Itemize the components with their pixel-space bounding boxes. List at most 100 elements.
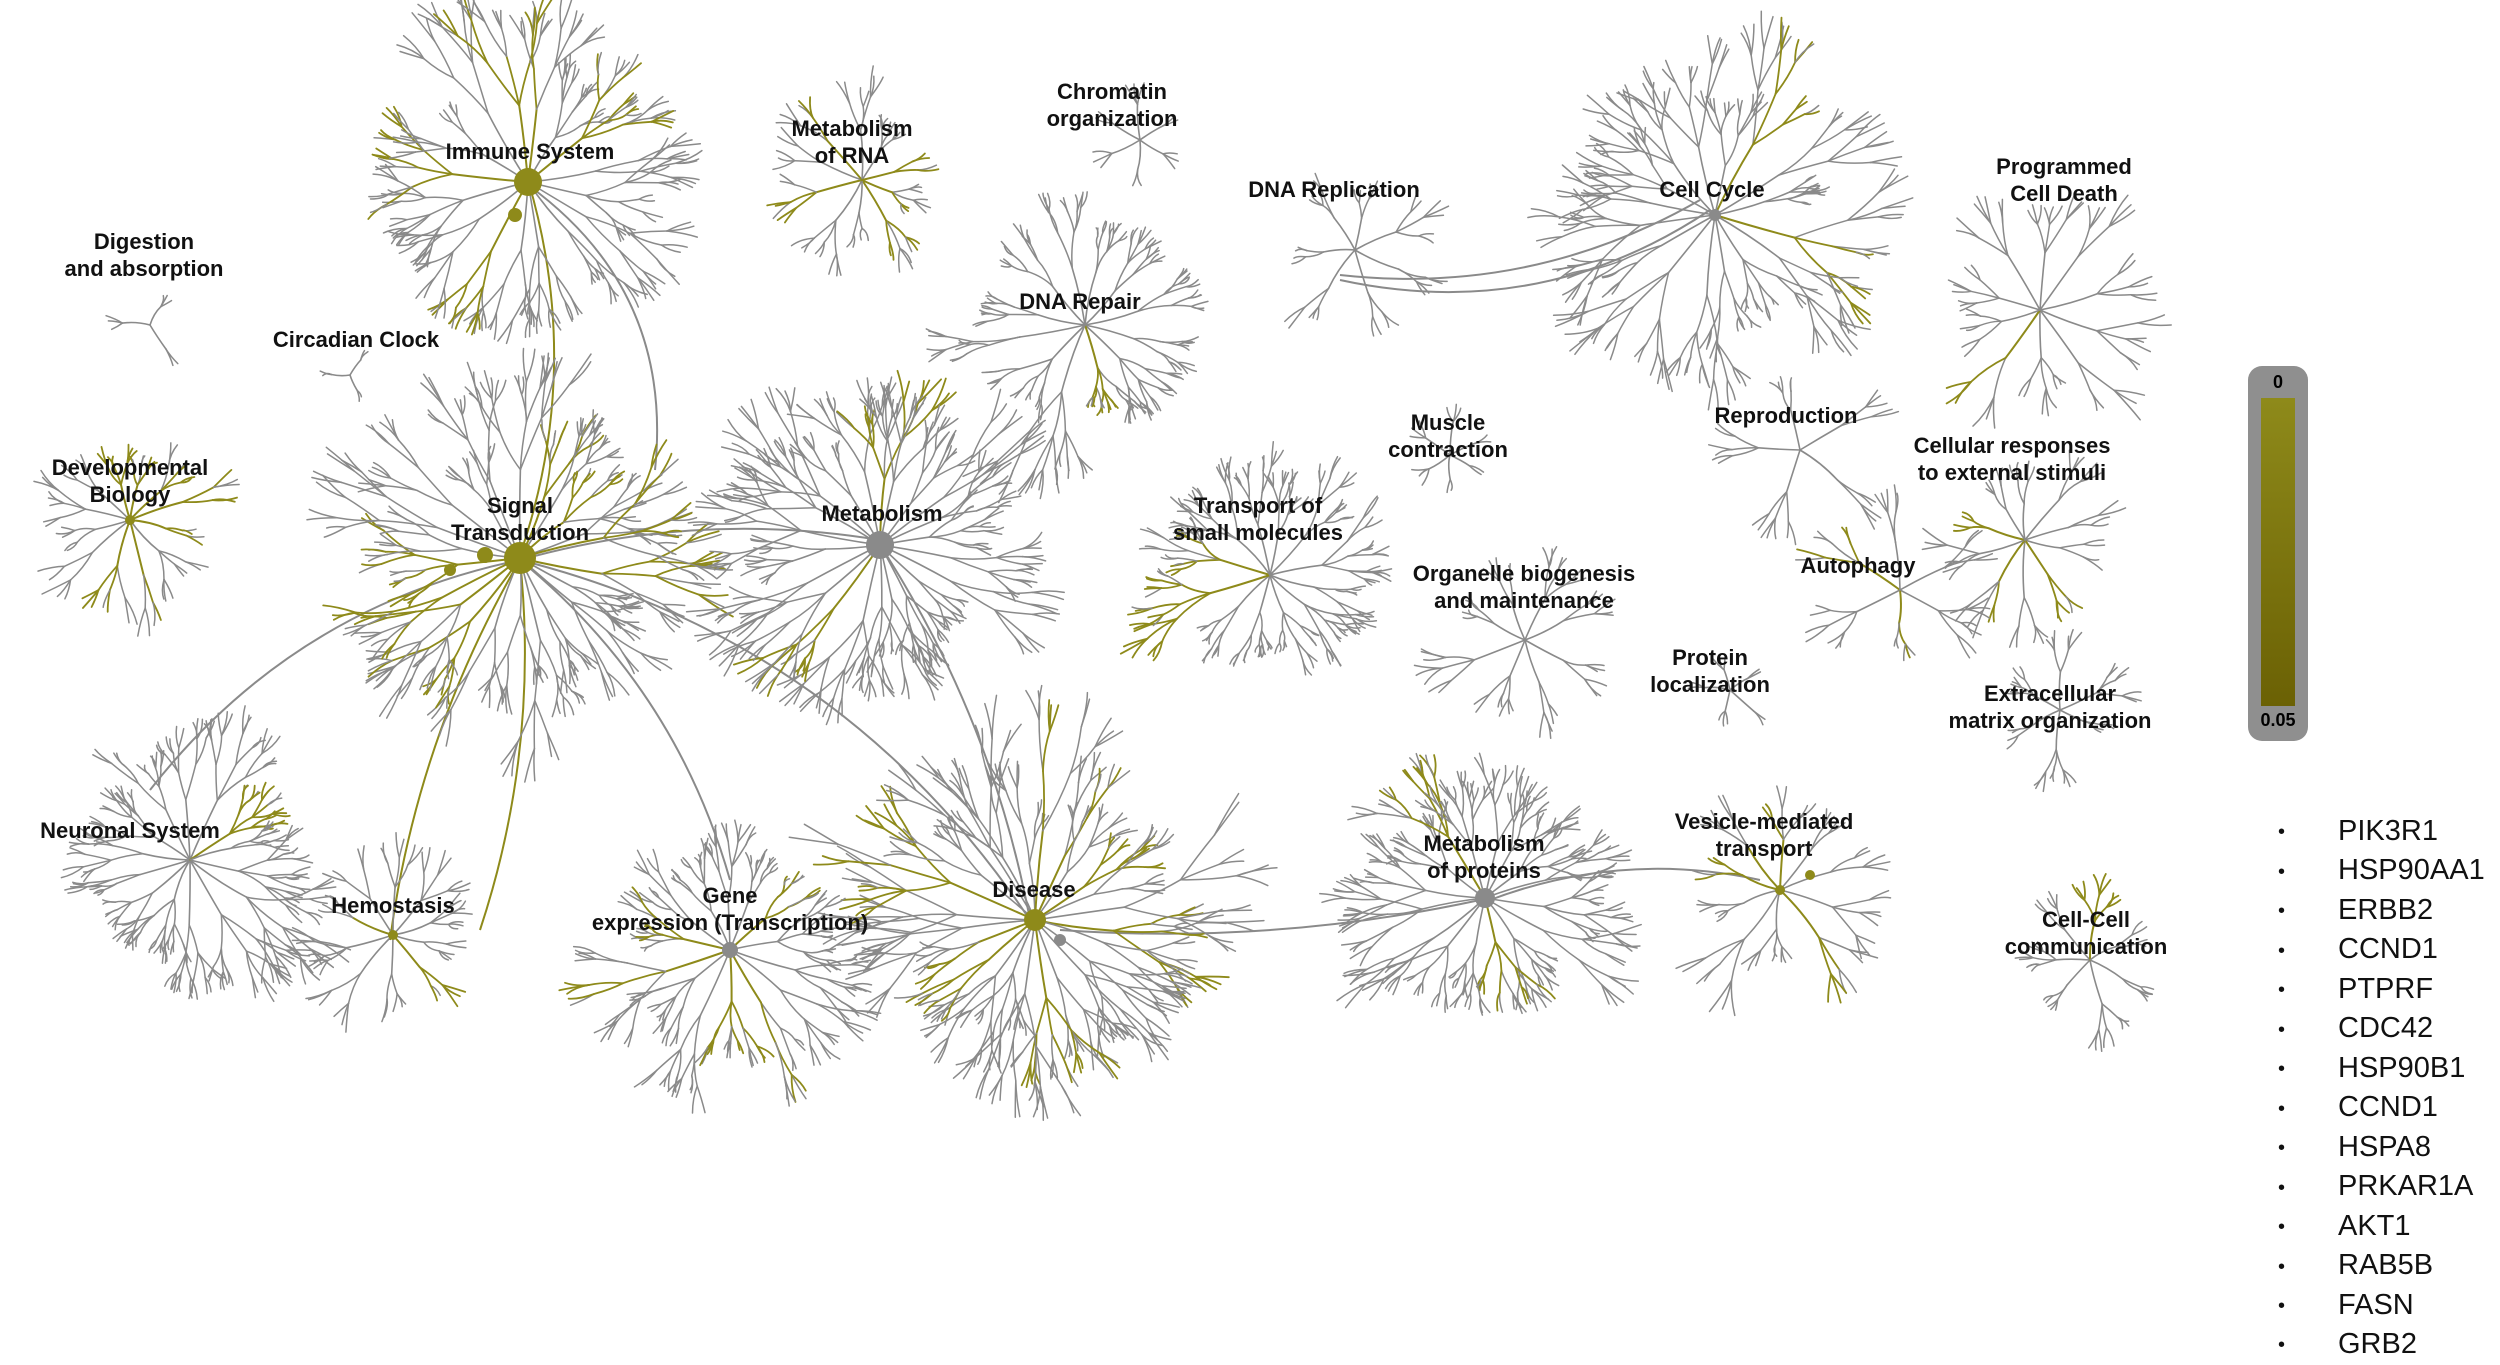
tree-branch xyxy=(1606,856,1629,859)
tree-branch xyxy=(927,349,946,350)
tree-branch xyxy=(1151,924,1174,927)
tree-branch xyxy=(1322,898,1345,902)
tree-branch xyxy=(174,899,175,924)
tree-branch xyxy=(1013,255,1028,271)
tree-branch xyxy=(1334,218,1355,250)
tree-branch xyxy=(1980,316,2001,321)
tree-branch xyxy=(656,556,697,566)
tree-branch xyxy=(1805,175,1816,182)
tree-branch xyxy=(2060,650,2068,672)
tree-branch xyxy=(1746,283,1748,298)
tree-branch xyxy=(1162,585,1182,588)
tree-branch xyxy=(1603,282,1621,297)
tree-branch xyxy=(1445,946,1447,974)
tree-branch xyxy=(1829,116,1841,126)
tree-branch xyxy=(2019,598,2024,627)
tree-branch xyxy=(1856,123,1884,137)
tree-branch xyxy=(1697,295,1707,332)
tree-branch xyxy=(1949,280,1971,291)
tree-branch xyxy=(1957,635,1969,658)
tree-branch xyxy=(1260,612,1262,630)
tree-branch xyxy=(945,452,957,462)
tree-branch xyxy=(821,1043,840,1059)
tree-branch xyxy=(1124,907,1178,918)
tree-branch xyxy=(781,492,820,496)
tree-branch xyxy=(1033,613,1060,614)
tree-branch xyxy=(919,581,942,595)
tree-branch xyxy=(1727,380,1729,404)
tree-branch xyxy=(133,802,138,816)
tree-branch xyxy=(1146,867,1165,868)
tree-branch xyxy=(1102,996,1120,1021)
tree-branch xyxy=(1225,921,1264,923)
tree-branch xyxy=(495,628,496,663)
pathway-tree xyxy=(767,66,938,276)
tree-branch xyxy=(1695,96,1707,111)
tree-branch xyxy=(1373,317,1381,335)
tree-branch xyxy=(2046,388,2056,407)
tree-branch xyxy=(526,349,534,381)
tree-branch xyxy=(1495,942,1515,967)
tree-branch xyxy=(1262,631,1267,641)
tree-branch xyxy=(1002,973,1013,1010)
tree-branch xyxy=(906,890,957,914)
tree-branch xyxy=(1120,1009,1149,1033)
tree-branch xyxy=(252,805,268,817)
tree-branch xyxy=(845,82,850,103)
tree-branch xyxy=(1591,185,1610,186)
tree-branch xyxy=(174,860,190,899)
tree-branch xyxy=(117,921,134,924)
tree-branch xyxy=(1026,691,1039,720)
tree-branch xyxy=(71,553,93,581)
tree-branch xyxy=(1872,412,1899,417)
tree-branch xyxy=(730,950,780,990)
tree-branch xyxy=(1043,771,1044,831)
tree-branch xyxy=(735,820,738,842)
tree-branch xyxy=(1781,18,1782,50)
tree-branch xyxy=(599,519,628,529)
tree-branch xyxy=(1487,942,1496,965)
tree-branch xyxy=(891,842,911,855)
tree-branch xyxy=(732,1001,743,1028)
tree-branch xyxy=(1289,307,1305,328)
tree-branch xyxy=(1856,935,1861,958)
tree-branch xyxy=(1039,720,1043,772)
tree-branch xyxy=(1188,551,1220,560)
tree-branch xyxy=(1712,40,1721,64)
tree-branch xyxy=(891,641,892,654)
tree-branch xyxy=(1016,1081,1020,1117)
tree-branch xyxy=(710,644,739,659)
tree-branch xyxy=(591,272,592,284)
tree-branch xyxy=(1707,111,1721,135)
tree-branch xyxy=(440,114,453,123)
tree-branch xyxy=(973,337,1020,342)
tree-branch xyxy=(622,517,635,518)
tree-branch xyxy=(662,245,681,252)
tree-branch xyxy=(860,229,862,240)
tree-branch xyxy=(595,171,640,172)
pathway-tree xyxy=(61,706,350,1001)
tree-branch xyxy=(1189,935,1207,938)
tree-branch xyxy=(474,372,477,394)
tree-branch xyxy=(988,572,1014,580)
tree-branch xyxy=(525,12,533,35)
tree-branch xyxy=(1659,319,1663,359)
tree-branch xyxy=(2048,574,2057,601)
tree-branch xyxy=(113,846,143,854)
tree-branch xyxy=(1087,792,1095,819)
tree-branch xyxy=(1202,649,1211,661)
tree-branch xyxy=(447,637,449,659)
tree-branch xyxy=(1698,901,1719,905)
tree-branch xyxy=(1663,69,1676,82)
tree-branch xyxy=(2078,226,2109,256)
tree-branch xyxy=(1345,898,1380,900)
tree-branch xyxy=(697,1086,705,1113)
tree-branch xyxy=(884,953,916,955)
tree-branch xyxy=(1606,902,1624,910)
tree-branch xyxy=(873,424,874,447)
tree-branch xyxy=(660,454,671,476)
tree-branch xyxy=(1445,996,1446,1013)
tree-branch xyxy=(1173,937,1188,943)
tree-branch xyxy=(595,953,627,963)
tree-branch xyxy=(952,792,979,820)
